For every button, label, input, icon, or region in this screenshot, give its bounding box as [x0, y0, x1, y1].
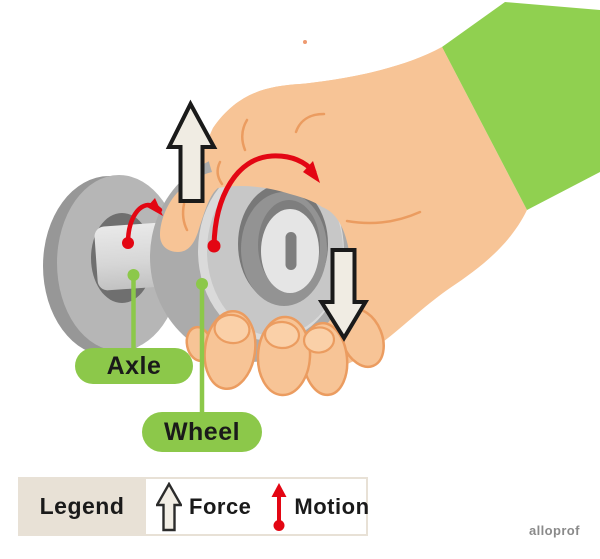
crease — [241, 118, 249, 152]
ink-speck — [303, 40, 307, 44]
axle-callout-dot — [127, 269, 140, 281]
crease — [294, 112, 326, 134]
wheel-label: Wheel — [142, 412, 262, 452]
motion-arrow-wheel-icon — [207, 153, 320, 253]
wheel-motion-arc — [211, 153, 317, 249]
legend-motion-label: Motion — [294, 493, 370, 519]
wheel-label-text: Wheel — [163, 417, 241, 446]
force-arrow-down — [317, 248, 370, 342]
legend-motion-arrow-icon — [271, 482, 287, 531]
fingernail — [213, 313, 251, 345]
axle-motion-dot — [122, 237, 134, 249]
sleeve-shape — [442, 2, 600, 210]
fingernail — [263, 320, 301, 350]
callouts — [127, 269, 208, 416]
finger-mass — [160, 47, 490, 309]
hand-creases — [181, 112, 422, 232]
legend-force-arrow-icon — [156, 481, 182, 531]
legend-items: Force Motion — [146, 479, 369, 534]
legend-force-label: Force — [189, 493, 252, 519]
legend-title: Legend — [39, 493, 125, 519]
crease — [216, 160, 224, 186]
legend: Legend Force Motion — [18, 477, 369, 536]
fingertips — [185, 307, 385, 397]
fingernails — [213, 313, 336, 354]
motion-arrow-axle-icon — [122, 198, 163, 249]
keyhole — [285, 232, 297, 270]
force-arrow-up — [165, 99, 218, 203]
fingers-over-knob — [160, 47, 490, 309]
legend-motion-item: Motion — [271, 482, 369, 532]
legend-force-item: Force — [156, 481, 252, 532]
palm-crease — [345, 210, 422, 225]
wheel-motion-arrowhead — [303, 161, 320, 183]
fingernail — [302, 326, 336, 354]
wheel-callout-dot — [196, 278, 208, 290]
axle-label-text: Axle — [106, 351, 162, 380]
sleeve — [442, 2, 600, 210]
alloprof-watermark: alloprof — [529, 523, 580, 538]
force-arrow-up-icon — [165, 99, 218, 203]
wheel-motion-dot — [207, 239, 221, 253]
axle-motion-arrowhead — [147, 198, 163, 216]
force-arrow-down-icon — [317, 248, 370, 342]
axle-label: Axle — [75, 348, 193, 384]
crease — [181, 202, 189, 232]
